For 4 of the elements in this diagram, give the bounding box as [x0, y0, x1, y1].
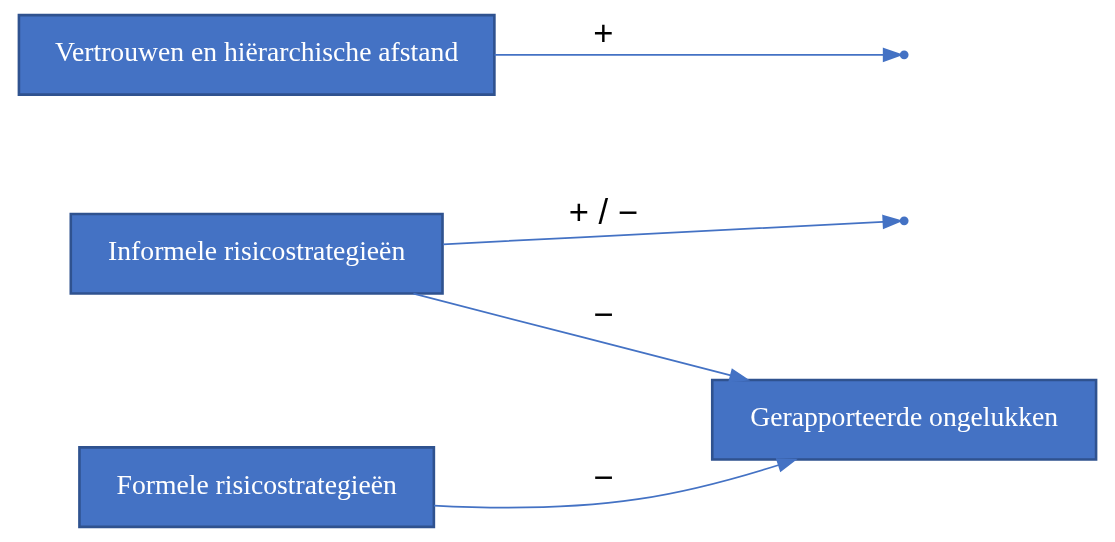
edge-label: −: [593, 457, 614, 496]
edge-label: −: [593, 295, 614, 334]
edge-label: + / −: [568, 193, 638, 232]
edge-label: +: [593, 13, 614, 52]
